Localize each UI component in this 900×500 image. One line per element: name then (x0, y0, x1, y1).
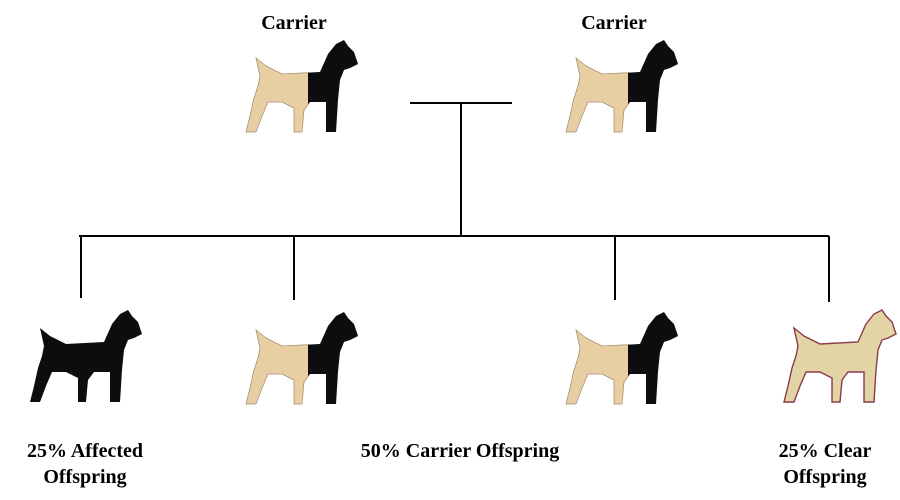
parent-2-label: Carrier (581, 12, 647, 34)
offspring-clear-dog-icon (783, 309, 897, 403)
offspring-affected-dog-icon (30, 310, 142, 402)
clear-caption-line2: Offspring (783, 466, 867, 488)
clear-caption-line1: 25% Clear (778, 440, 872, 462)
parent-2-dog-icon (565, 39, 678, 133)
offspring-carrier-1-dog-icon (245, 311, 358, 405)
affected-caption-line1: 25% Affected (26, 440, 144, 462)
affected-caption-line2: Offspring (43, 466, 127, 488)
offspring-carrier-2-dog-icon (565, 311, 678, 405)
carrier-caption: 50% Carrier Offspring (360, 440, 560, 462)
parent-1-label: Carrier (261, 12, 327, 34)
affected-caption: 25% Affected Offspring (0, 438, 170, 490)
clear-caption: 25% Clear Offspring (750, 438, 900, 490)
parent-1-dog-icon (245, 39, 358, 133)
